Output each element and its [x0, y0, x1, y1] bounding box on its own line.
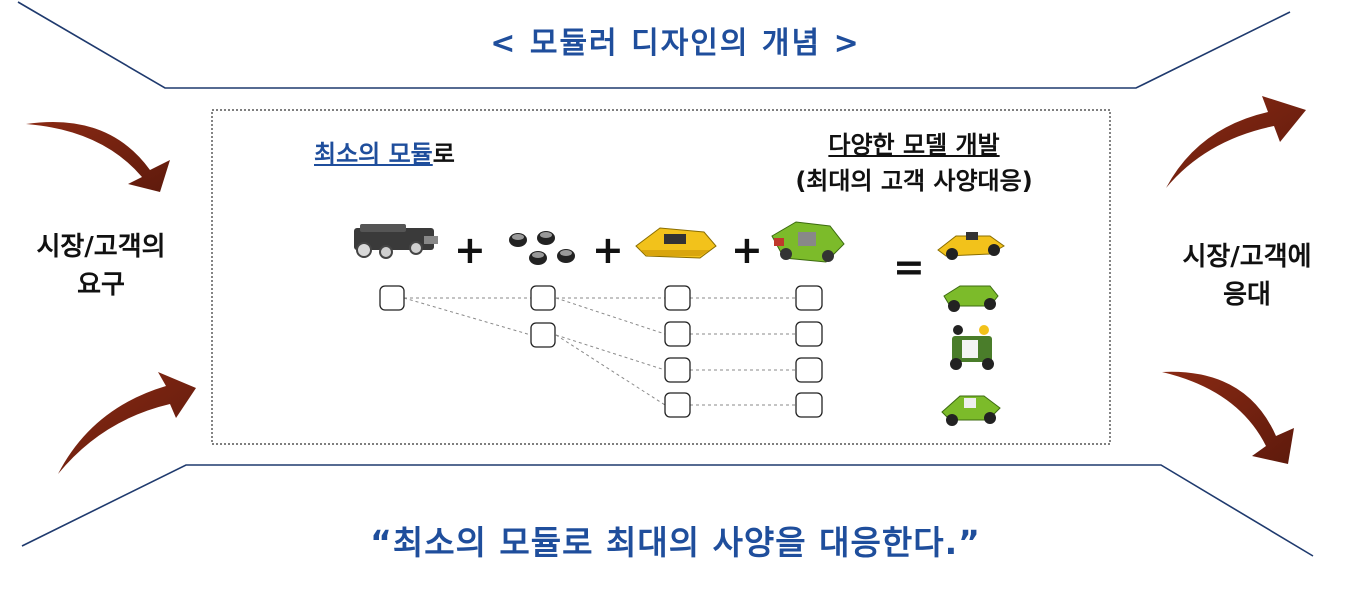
module-connector-lines: [404, 298, 796, 405]
option-box: [796, 322, 822, 346]
various-models-line1: 다양한 모델 개발: [700, 127, 1128, 163]
result-car-robot-image: [950, 325, 994, 370]
minimal-modules-underlined: 최소의 모듈: [314, 140, 433, 168]
market-demand-line1: 시장/고객의: [6, 228, 196, 266]
wheels-module-image: [509, 231, 575, 265]
plus-operator-3: +: [731, 228, 763, 272]
market-response-line1: 시장/고객에: [1152, 238, 1342, 276]
plus-operator-2: +: [592, 228, 624, 272]
various-models-line2: (최대의 고객 사양대응): [700, 163, 1128, 199]
market-response-label: 시장/고객에 응대: [1152, 238, 1342, 314]
various-models-heading: 다양한 모델 개발 (최대의 고객 사양대응): [700, 127, 1128, 199]
result-car-yellow-image: [938, 232, 1004, 260]
arrow-bottom-left: [58, 372, 196, 474]
option-box: [665, 358, 690, 382]
option-box: [665, 322, 690, 346]
option-box: [796, 393, 822, 417]
chassis-module-image: [354, 224, 438, 258]
arrow-bottom-right: [1162, 372, 1294, 464]
result-car-racer-image: [942, 396, 1000, 426]
option-box: [380, 286, 404, 310]
market-demand-line2: 요구: [6, 266, 196, 304]
module-option-boxes: [380, 286, 822, 417]
option-box: [665, 393, 690, 417]
minimal-modules-heading: 최소의 모듈로: [314, 134, 455, 169]
slogan: “최소의 모듈로 최대의 사양을 대응한다.”: [0, 516, 1351, 564]
plus-operator-1: +: [454, 228, 486, 272]
page-title: < 모듈러 디자인의 개념 >: [0, 18, 1351, 62]
green-body-module-image: [772, 222, 844, 262]
option-box: [796, 358, 822, 382]
equals-operator: =: [893, 245, 925, 289]
option-box: [531, 323, 555, 347]
option-box: [665, 286, 690, 310]
market-demand-label: 시장/고객의 요구: [6, 228, 196, 304]
option-box: [531, 286, 555, 310]
result-car-green-image: [944, 286, 998, 312]
market-response-line2: 응대: [1152, 276, 1342, 314]
arrow-top-left: [26, 122, 170, 192]
option-box: [796, 286, 822, 310]
yellow-body-module-image: [636, 228, 716, 258]
minimal-modules-suffix: 로: [433, 140, 455, 168]
arrow-top-right: [1166, 96, 1306, 188]
